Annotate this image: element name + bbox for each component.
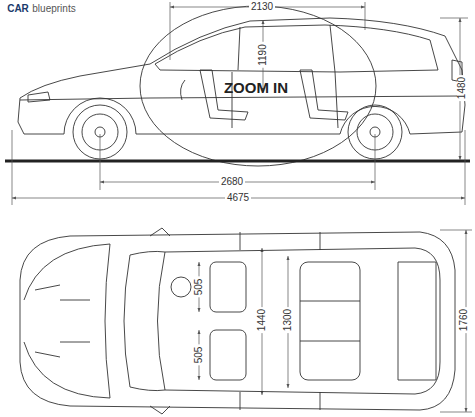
dimension-label: 2680 bbox=[219, 177, 245, 187]
dimension-label: 2130 bbox=[249, 2, 275, 12]
dimension-label: 1440 bbox=[257, 307, 267, 333]
dimension-label: 4675 bbox=[225, 193, 251, 203]
dimension-label: 505 bbox=[194, 345, 204, 366]
dimension-label: 505 bbox=[194, 277, 204, 298]
watermark: CAR bbox=[5, 4, 31, 14]
dimension-label: 1300 bbox=[283, 307, 293, 333]
dimension-label: 1480 bbox=[457, 75, 467, 101]
dimension-label: 1760 bbox=[459, 307, 469, 333]
dimension-label: 1190 bbox=[258, 42, 268, 68]
zoom-label: ZOOM IN bbox=[222, 80, 290, 95]
watermark: blueprints bbox=[30, 4, 77, 14]
